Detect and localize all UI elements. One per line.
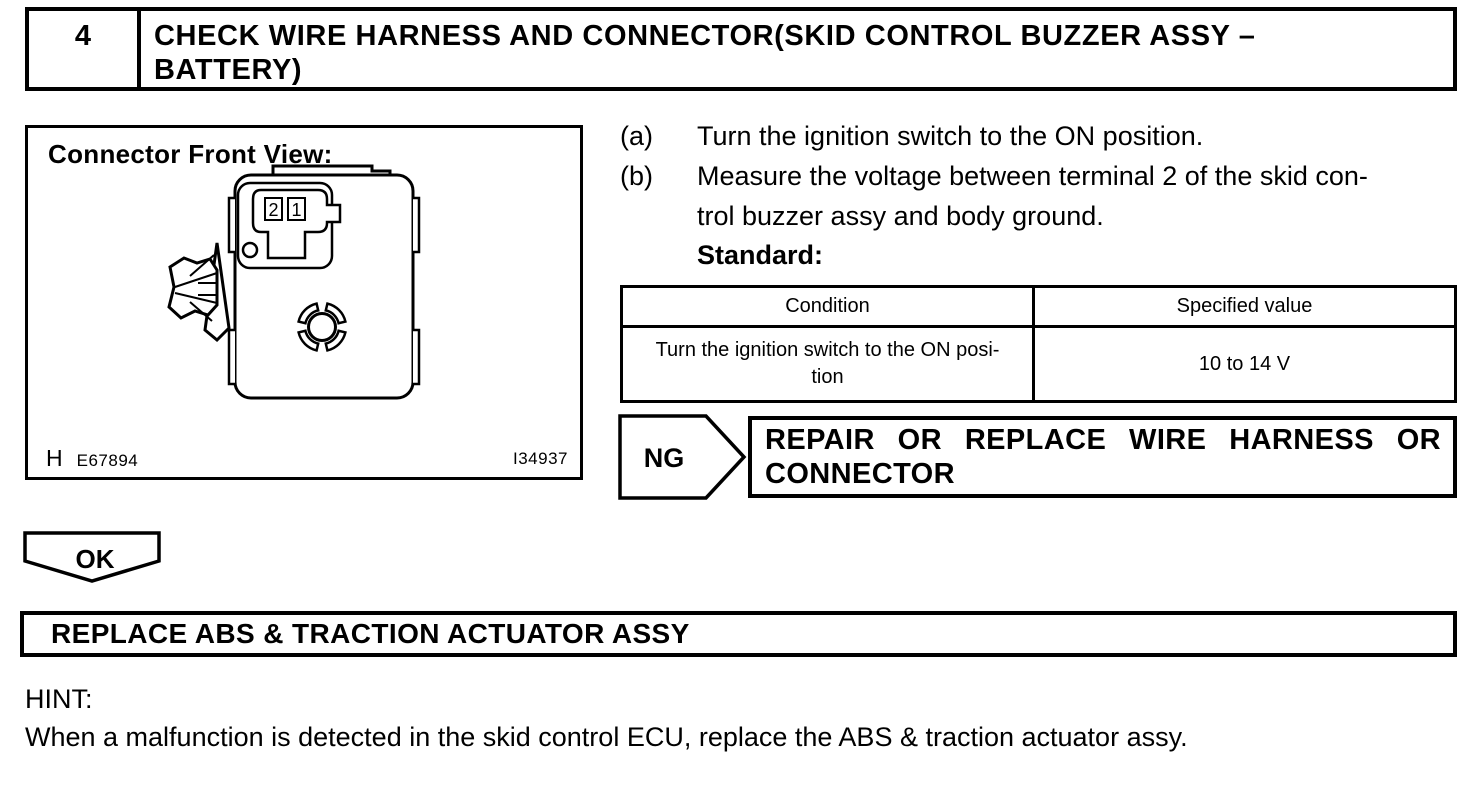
- step-title-line-1: CHECK WIRE HARNESS AND CONNECTOR(SKID CO…: [154, 20, 1256, 52]
- buzzer-ring-segment: [297, 329, 320, 352]
- connector-drawing: 2 1: [167, 164, 421, 400]
- spec-table: Condition Specified value Turn the ignit…: [620, 285, 1457, 403]
- terminal-2-box: [264, 197, 283, 221]
- ok-arrow: OK: [23, 531, 161, 583]
- figure-caption: Connector Front View:: [48, 139, 333, 169]
- buzzer-opening: [307, 312, 337, 342]
- ok-label: OK: [76, 544, 115, 574]
- step-b-text-line-1: Measure the voltage between terminal 2 o…: [697, 161, 1368, 191]
- figure-code-left: H E67894: [46, 445, 138, 472]
- step-b-label: (b): [620, 161, 653, 191]
- table-cell-specified-value: 10 to 14 V: [1198, 352, 1291, 375]
- ng-action-box: REPAIR OR REPLACE WIRE HARNESS OR CONNEC…: [748, 416, 1457, 498]
- step-number: 4: [29, 11, 141, 87]
- connector-side-tab: [227, 196, 235, 254]
- standard-label: Standard:: [697, 240, 824, 270]
- table-header-condition: Condition: [623, 288, 1035, 328]
- step-header: 4 CHECK WIRE HARNESS AND CONNECTOR(SKID …: [25, 7, 1457, 91]
- clip-head: [167, 256, 219, 320]
- figure-code-left-value: E67894: [76, 451, 139, 470]
- connector-side-tab: [413, 196, 421, 254]
- ng-label: NG: [644, 443, 685, 473]
- hint-text: When a malfunction is detected in the sk…: [25, 722, 1188, 752]
- step-title-line-2: BATTERY): [154, 54, 303, 86]
- step-b-text-line-2: trol buzzer assy and body ground.: [697, 201, 1104, 231]
- connector-side-tab: [227, 328, 235, 386]
- step-a-text: Turn the ignition switch to the ON posit…: [697, 121, 1204, 151]
- condition-line-1: Turn the ignition switch to the ON posi-: [655, 339, 1000, 361]
- terminal-1-label: 1: [291, 200, 301, 220]
- table-cell-condition: Turn the ignition switch to the ON posi-…: [623, 328, 1035, 400]
- step-a-label: (a): [620, 121, 653, 151]
- connector-top-tab: [271, 164, 392, 175]
- terminal-2-label: 2: [268, 200, 278, 220]
- figure-code-right: I34937: [513, 449, 568, 468]
- connector-figure: Connector Front View: 2 1: [25, 125, 583, 480]
- condition-line-2: tion: [811, 366, 844, 388]
- terminal-1-box: [287, 197, 306, 221]
- hint-label: HINT:: [25, 684, 93, 714]
- buzzer-ring-segment: [324, 302, 347, 325]
- buzzer-ring-segment: [324, 329, 347, 352]
- step-title: CHECK WIRE HARNESS AND CONNECTOR(SKID CO…: [141, 11, 1453, 87]
- ng-arrow: NG: [618, 414, 747, 500]
- result-box: REPLACE ABS & TRACTION ACTUATOR ASSY: [20, 611, 1457, 657]
- index-hole: [241, 241, 259, 259]
- buzzer-ring-segment: [297, 302, 320, 325]
- table-header-specified-value: Specified value: [1035, 288, 1454, 328]
- figure-code-prefix: H: [46, 445, 63, 471]
- clip-detail-lines: [174, 254, 218, 322]
- connector-side-tab: [413, 328, 421, 386]
